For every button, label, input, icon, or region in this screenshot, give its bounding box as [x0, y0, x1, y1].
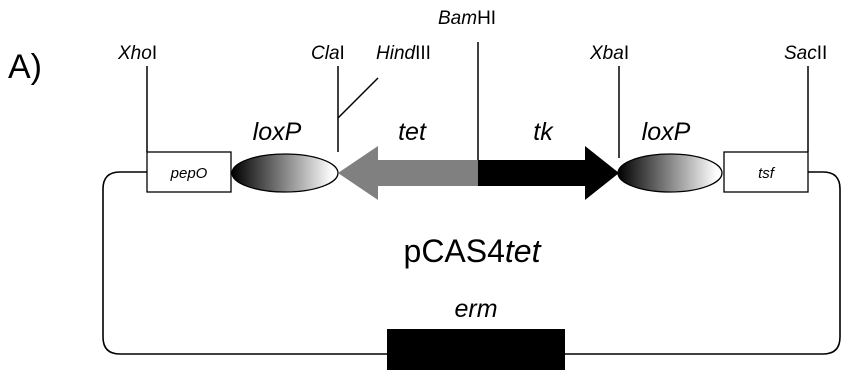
- plasmid-name: pCAS4tet: [404, 233, 542, 269]
- clai-label: ClaI: [311, 43, 345, 64]
- pepo-box: [146, 151, 232, 193]
- loxp-left-ellipse: [231, 153, 339, 193]
- panel-label: A): [8, 48, 42, 86]
- pepo-label: pepO: [170, 165, 208, 182]
- loxp-right-label: loxP: [642, 118, 691, 146]
- erm-block: [387, 329, 565, 370]
- loxp-right-ellipse: [617, 153, 723, 193]
- tsf-label: tsf: [758, 165, 776, 182]
- hindiii-label: HindIII: [376, 43, 431, 64]
- hindiii-site-line: [337, 77, 379, 119]
- tk-label: tk: [533, 118, 554, 146]
- xbai-label: XbaI: [589, 43, 629, 64]
- tet-arrow: [338, 146, 478, 200]
- tk-arrow: [478, 146, 619, 200]
- tsf-box: [723, 151, 809, 193]
- xhoi-label: XhoI: [117, 43, 157, 64]
- erm-label: erm: [454, 295, 497, 323]
- tet-label: tet: [398, 118, 427, 146]
- loxp-left-label: loxP: [253, 118, 302, 146]
- bamhi-label: BamHI: [438, 8, 496, 29]
- sacii-label: SacII: [784, 43, 827, 64]
